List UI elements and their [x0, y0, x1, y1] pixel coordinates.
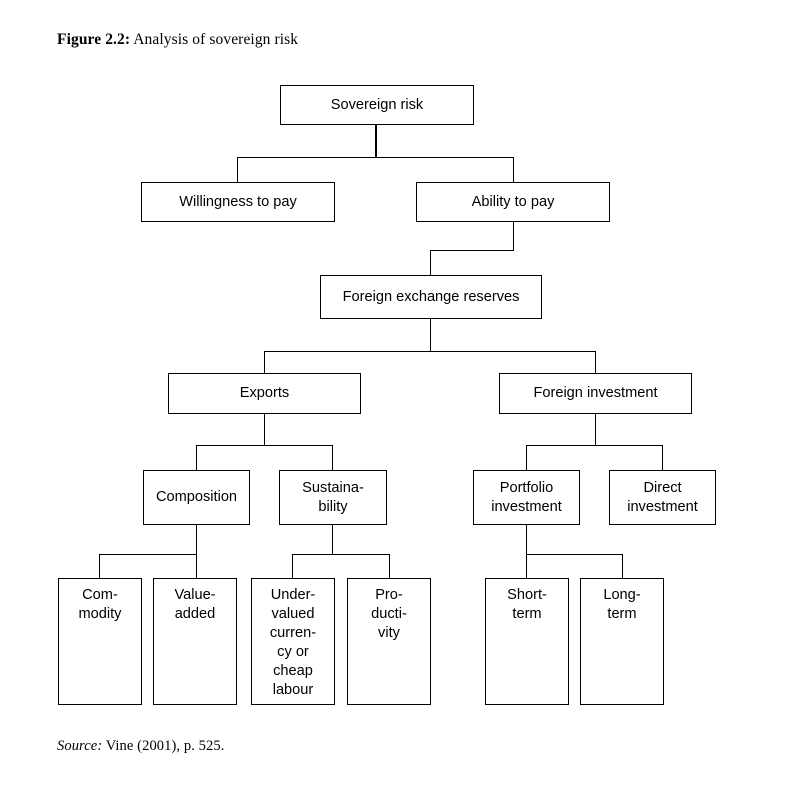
node-undervalued-currency-label: Under- valued curren- cy or cheap labour: [269, 587, 317, 698]
edge-to-undervalued: [292, 554, 294, 578]
edge-to-portfolio: [526, 445, 528, 470]
node-portfolio-investment[interactable]: Portfolio investment: [473, 470, 580, 525]
node-long-term[interactable]: Long- term: [580, 578, 664, 705]
node-short-term[interactable]: Short- term: [485, 578, 569, 705]
edge-to-sustainability: [332, 445, 334, 470]
node-commodity[interactable]: Com- modity: [58, 578, 142, 705]
node-direct-investment-label: Direct investment: [627, 479, 698, 515]
node-composition-label: Composition: [155, 489, 238, 506]
edge-to-willingness: [237, 157, 239, 182]
edge-sustainability-trunk: [332, 525, 334, 555]
edge-fxreserves-trunk: [430, 319, 432, 352]
node-foreign-exchange-reserves-label: Foreign exchange reserves: [342, 288, 520, 305]
edge-sustainability-bus: [292, 554, 390, 556]
figure-title-text: Analysis of sovereign risk: [130, 31, 299, 48]
edge-fxreserves-stem: [430, 250, 432, 275]
figure-source: Source: Vine (2001), p. 525.: [57, 738, 224, 755]
edge-portfolio-bus: [526, 554, 623, 556]
node-sustainability-label: Sustaina- bility: [302, 479, 364, 515]
figure-source-text: Vine (2001), p. 525.: [102, 738, 225, 754]
node-willingness-to-pay[interactable]: Willingness to pay: [141, 182, 335, 222]
node-ability-to-pay-label: Ability to pay: [471, 193, 555, 210]
edge-portfolio-trunk: [526, 525, 528, 555]
edge-to-short-term: [526, 554, 528, 578]
node-sovereign-risk[interactable]: Sovereign risk: [280, 85, 474, 125]
node-sovereign-risk-label: Sovereign risk: [330, 96, 424, 113]
node-productivity[interactable]: Pro- ducti- vity: [347, 578, 431, 705]
edge-to-foreign-investment: [594, 351, 596, 373]
edge-exports-trunk: [264, 414, 266, 446]
edge-ability-drop: [512, 222, 514, 251]
node-sustainability[interactable]: Sustaina- bility: [279, 470, 387, 525]
node-willingness-to-pay-label: Willingness to pay: [179, 193, 297, 210]
edge-sovereign-trunk: [375, 125, 377, 158]
figure-title-lead: Figure 2.2:: [57, 31, 131, 48]
edge-to-value-added: [195, 554, 197, 578]
edge-to-productivity: [388, 554, 390, 578]
edge-to-exports: [264, 351, 266, 373]
figure-source-lead: Source:: [57, 738, 103, 754]
node-exports-label: Exports: [239, 385, 290, 402]
edge-foreign-investment-bus: [526, 445, 663, 447]
node-productivity-label: Pro- ducti- vity: [371, 587, 407, 641]
node-value-added[interactable]: Value- added: [153, 578, 237, 705]
node-foreign-investment[interactable]: Foreign investment: [499, 373, 692, 414]
node-ability-to-pay[interactable]: Ability to pay: [416, 182, 610, 222]
node-undervalued-currency[interactable]: Under- valued curren- cy or cheap labour: [251, 578, 335, 705]
node-short-term-label: Short- term: [507, 587, 547, 622]
edge-to-commodity: [99, 554, 101, 578]
node-foreign-exchange-reserves[interactable]: Foreign exchange reserves: [320, 275, 542, 319]
node-direct-investment[interactable]: Direct investment: [609, 470, 716, 525]
edge-ability-jog: [430, 250, 514, 252]
node-portfolio-investment-label: Portfolio investment: [491, 479, 562, 515]
edge-to-long-term: [621, 554, 623, 578]
edge-composition-bus: [99, 554, 197, 556]
edge-composition-trunk: [196, 525, 198, 555]
node-long-term-label: Long- term: [603, 587, 641, 622]
edge-fxreserves-bus: [264, 351, 596, 353]
node-commodity-label: Com- modity: [78, 587, 122, 622]
edge-sovereign-bus: [237, 157, 514, 159]
edge-to-ability: [512, 157, 514, 182]
edge-to-composition: [196, 445, 198, 470]
figure-title: Figure 2.2: Analysis of sovereign risk: [57, 31, 298, 49]
node-foreign-investment-label: Foreign investment: [533, 385, 658, 402]
edge-exports-bus: [196, 445, 333, 447]
node-composition[interactable]: Composition: [143, 470, 250, 525]
edge-to-direct: [662, 445, 664, 470]
node-exports[interactable]: Exports: [168, 373, 361, 414]
node-value-added-label: Value- added: [174, 587, 216, 622]
edge-foreign-investment-trunk: [594, 414, 596, 446]
